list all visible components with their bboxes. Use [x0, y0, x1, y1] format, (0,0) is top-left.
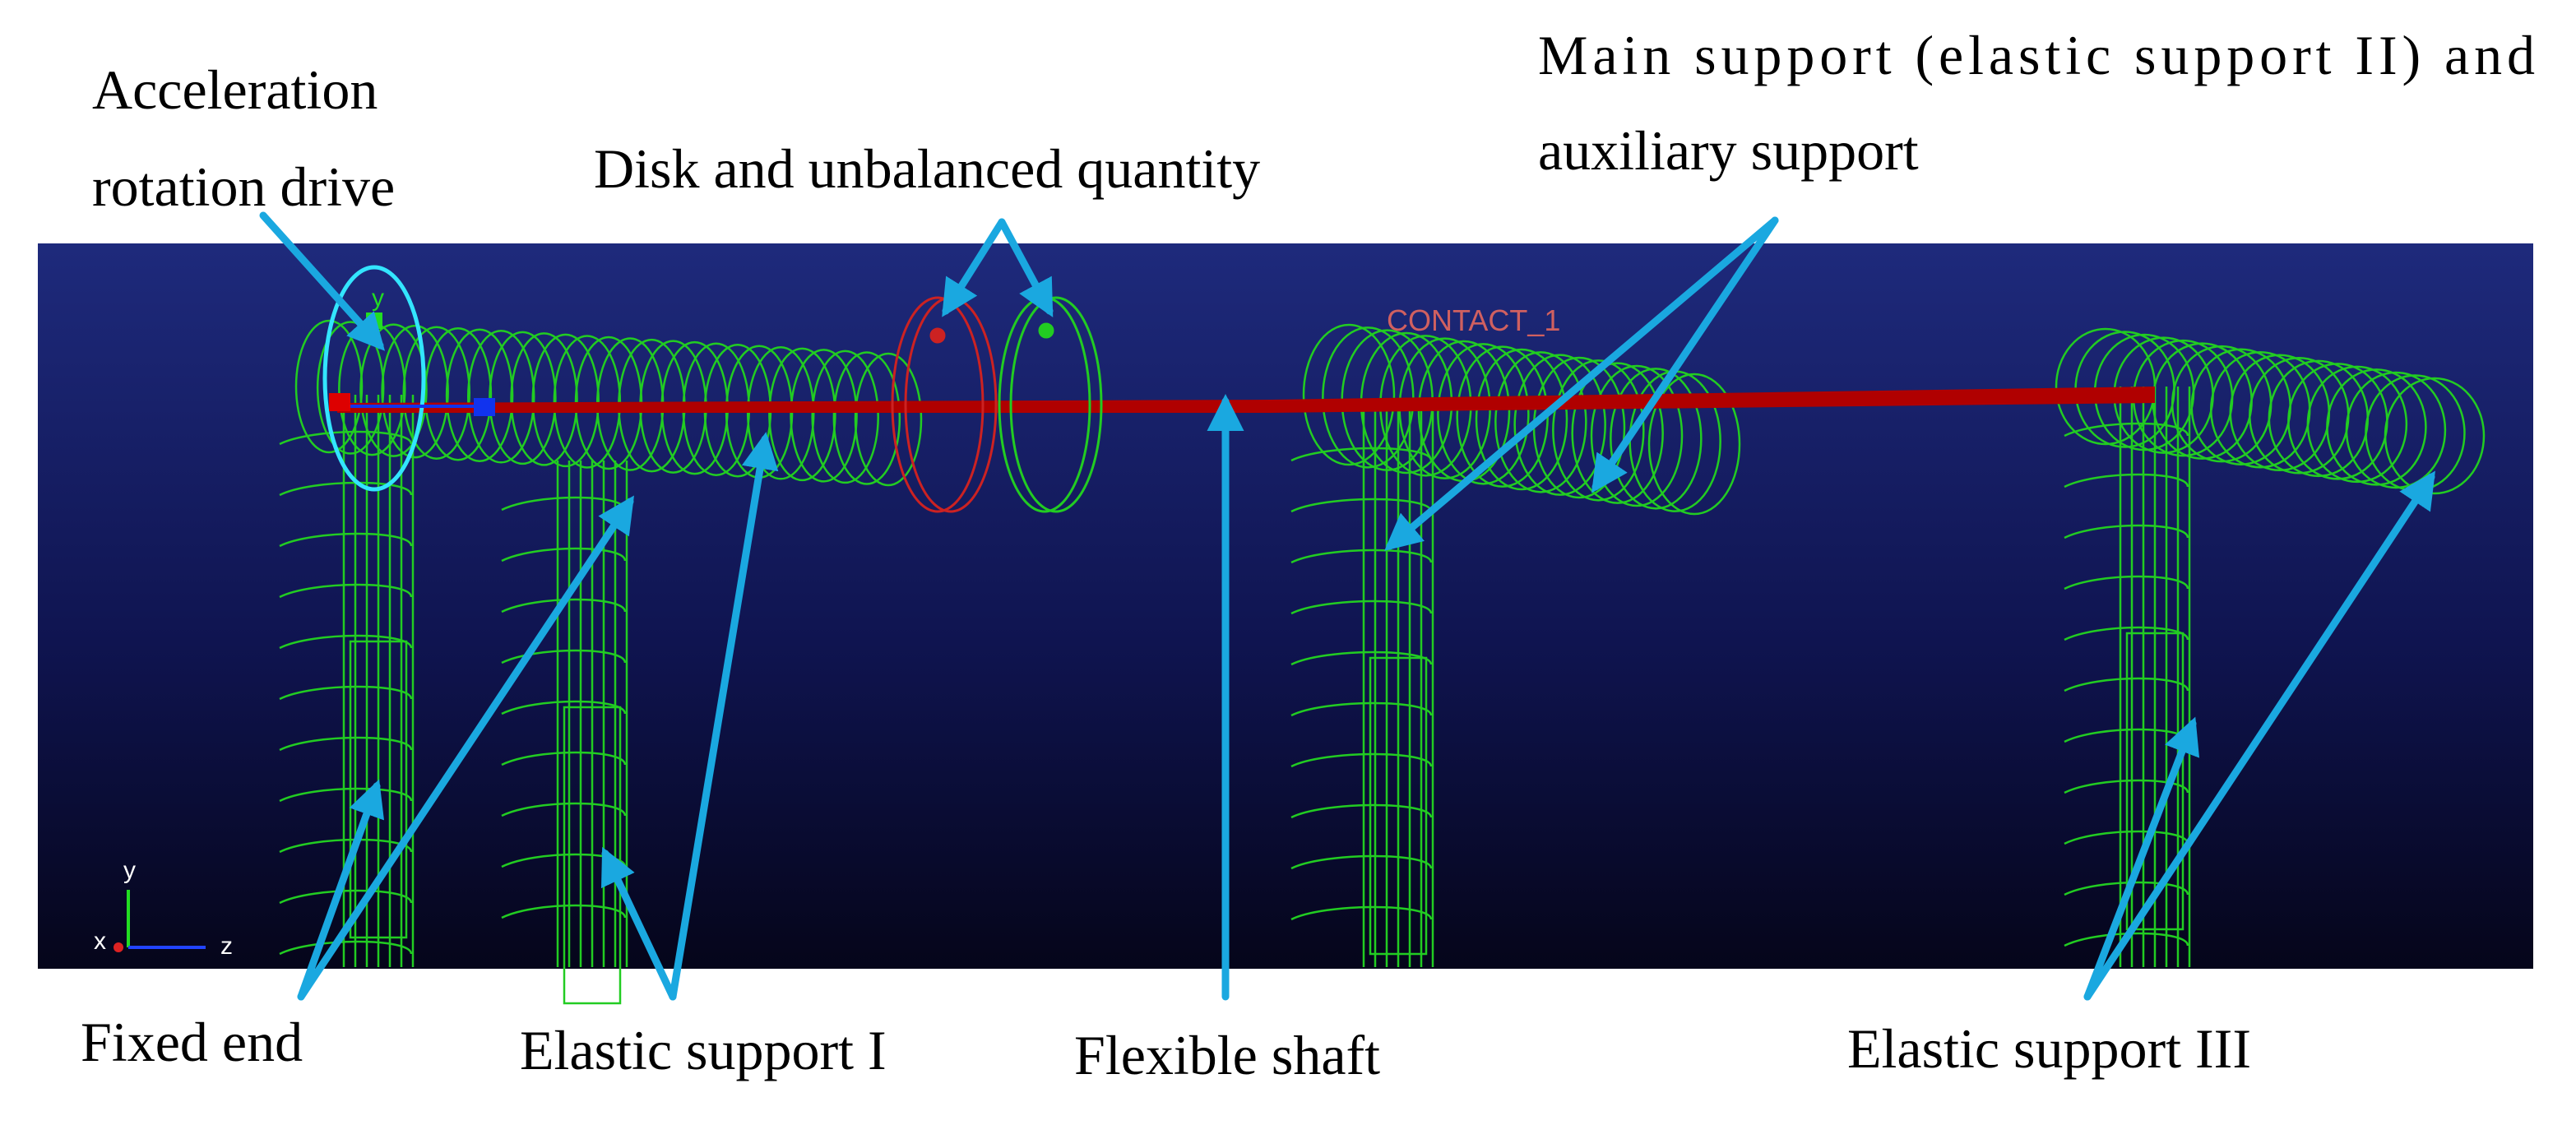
ring-bundle-3: [2345, 371, 2447, 489]
arrow-main-support: [1384, 216, 1779, 551]
ring-bundle-1: [832, 351, 901, 485]
triad-y-label: y: [123, 857, 136, 884]
arrow-elastic-3a: [2083, 716, 2200, 1001]
arrow-elastic-1b: [669, 432, 779, 1001]
callout-arrows: [259, 211, 2435, 1001]
ring-bundle-1: [531, 333, 600, 468]
label-disk: Disk and unbalanced quantity: [594, 137, 1260, 200]
ring-bundle-1: [746, 346, 815, 480]
ring-bundle-2: [1475, 348, 1568, 491]
triad-z-label: z: [220, 933, 233, 960]
triad-x-label: x: [94, 928, 106, 955]
flexible-shaft: [337, 387, 2155, 413]
ring-bundle-1: [811, 350, 879, 484]
support-housing-4: [2125, 632, 2185, 931]
ring-bundle-1: [381, 324, 449, 459]
arrow-elastic-1a: [600, 846, 677, 1001]
coordinate-triad-icon: y x z: [94, 857, 233, 960]
label-acceleration-line2: rotation drive: [92, 155, 395, 218]
ring-bundle-2: [1322, 326, 1415, 469]
ring-bundle-1: [466, 330, 535, 464]
arrow-elastic-3b: [2083, 470, 2435, 1001]
ring-bundle-2: [1590, 364, 1684, 507]
label-main-support-line1: Main support (elastic support II) and: [1538, 24, 2535, 86]
arrow-acceleration: [259, 211, 386, 351]
ring-bundle-1: [359, 323, 428, 457]
contact-label: CONTACT_1: [1387, 303, 1560, 337]
ring-bundle-1: [790, 349, 858, 483]
arrow-disk-1: [942, 218, 1006, 317]
ring-bundle-3: [2306, 365, 2408, 484]
ring-bundle-1: [553, 335, 622, 469]
ring-bundle-2: [1552, 359, 1645, 502]
label-fixed-end: Fixed end: [81, 1011, 303, 1073]
ring-bundle-2: [1610, 368, 1703, 510]
label-elastic-support-3: Elastic support III: [1847, 1017, 2251, 1080]
arrow-auxiliary-support: [1591, 216, 1779, 493]
ring-bundle-2: [1302, 323, 1396, 466]
ring-bundle-1: [768, 347, 836, 482]
ring-bundle-3: [2326, 368, 2427, 486]
label-elastic-support-1: Elastic support I: [520, 1019, 887, 1081]
ring-bundle-1: [854, 352, 923, 487]
ring-bundle-1: [489, 331, 557, 465]
ring-bundle-1: [445, 328, 514, 463]
ring-bundle-1: [294, 319, 364, 454]
ring-bundle-1: [510, 332, 578, 466]
ring-bundle-1: [402, 326, 471, 460]
ring-bundle-2: [1571, 362, 1664, 504]
arrow-fixed-end-2: [297, 495, 634, 1001]
label-acceleration-line1: Acceleration: [92, 58, 378, 121]
support-rings: [294, 319, 2486, 516]
model-viewport: [38, 243, 2533, 969]
ring-bundle-2: [1647, 373, 1741, 516]
support-housing-3: [1369, 656, 1428, 956]
ring-bundle-2: [1513, 354, 1606, 496]
arrow-disk-2: [998, 218, 1054, 317]
ring-bundle-2: [1494, 351, 1587, 493]
drive-axis-label: y: [372, 285, 384, 312]
label-flexible-shaft: Flexible shaft: [1074, 1024, 1380, 1086]
ring-bundle-2: [1437, 343, 1530, 485]
spring-coil-3: [1290, 447, 1433, 921]
label-main-support-line2: auxiliary support: [1538, 119, 1919, 182]
arrow-fixed-end-1: [297, 779, 384, 1001]
spring-coil-2: [501, 496, 627, 919]
